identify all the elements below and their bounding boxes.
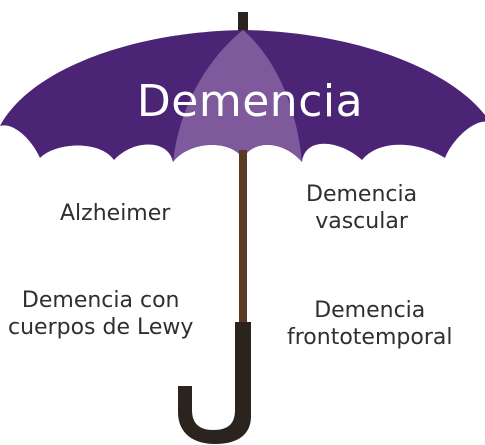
- umbrella-tip: [238, 12, 248, 33]
- type-label-alzheimer: Alzheimer: [60, 201, 171, 226]
- diagram-title: Demencia: [136, 76, 364, 127]
- umbrella-canopy-highlight: [173, 30, 302, 162]
- umbrella-handle: [178, 322, 251, 444]
- umbrella-shaft: [239, 150, 247, 335]
